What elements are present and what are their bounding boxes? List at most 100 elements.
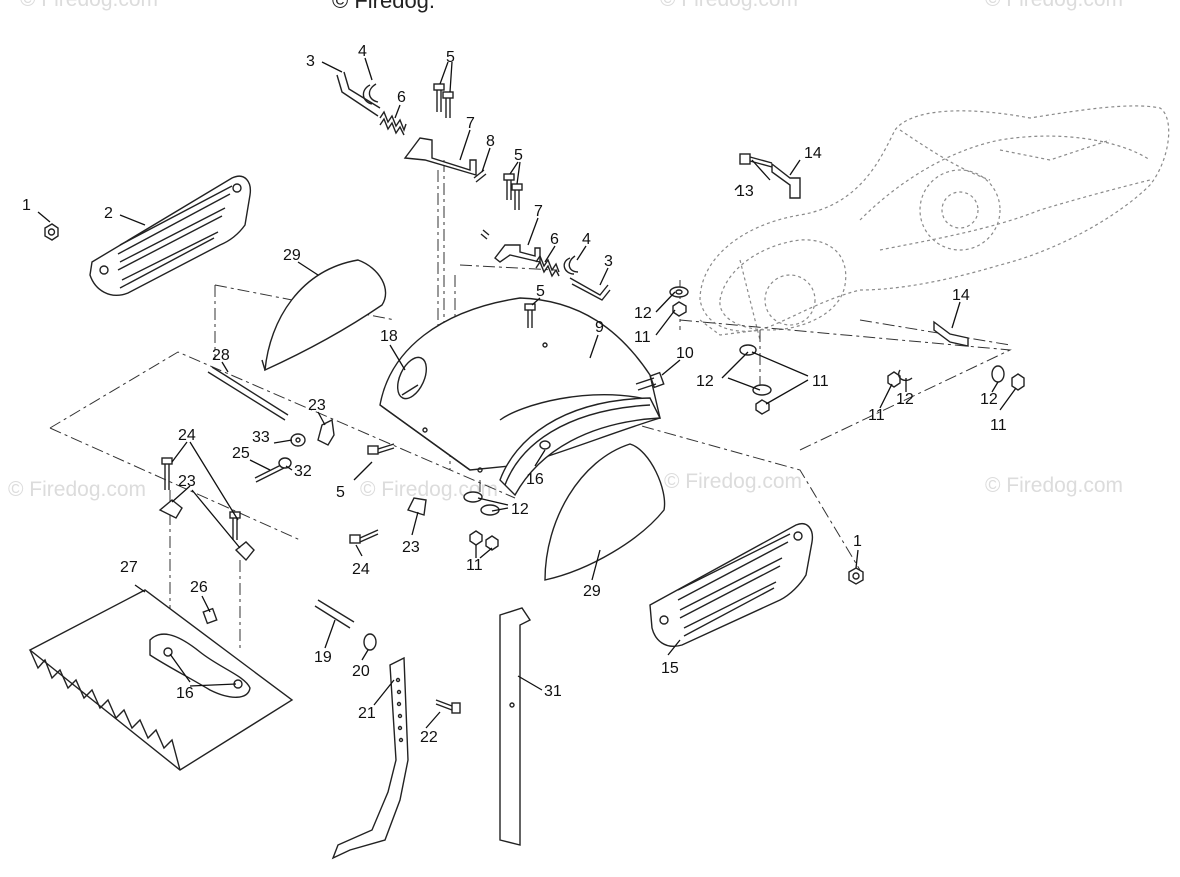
part-22-bolt	[435, 699, 461, 714]
part-12-washer-e	[991, 365, 1005, 383]
part-31-post	[499, 607, 532, 846]
callout-16: 16	[176, 685, 194, 702]
watermark-top: © Firedog.	[332, 0, 436, 13]
callout-22: 22	[420, 729, 438, 746]
callout-10: 10	[676, 345, 694, 362]
part-12-washer-f	[463, 491, 483, 503]
callout-13: 13	[736, 183, 754, 200]
part-3-rod-left	[336, 71, 381, 117]
callout-24: 24	[178, 427, 196, 444]
callout-7: 7	[466, 115, 475, 132]
part-11-nut-f	[485, 535, 499, 551]
part-21-depth-stake	[331, 656, 409, 860]
callout-11: 11	[634, 329, 651, 346]
callout-12: 12	[980, 391, 998, 408]
callout-11: 11	[812, 373, 829, 390]
callout-11: 11	[868, 407, 885, 424]
part-13-bolt	[739, 153, 773, 168]
part-24-bolt-c	[349, 529, 379, 544]
callout-3: 3	[604, 253, 613, 270]
part-5-bolt-d	[511, 183, 523, 210]
part-33-washer	[290, 433, 306, 447]
part-23-clip-a	[317, 418, 335, 446]
part-4-clip-left	[362, 83, 379, 105]
part-29-shield-left	[261, 259, 387, 372]
watermark-center: © Firedog.com	[360, 478, 499, 501]
part-12-washer-a	[669, 286, 689, 298]
callout-19: 19	[314, 649, 332, 666]
callout-2: 2	[104, 205, 113, 222]
callout-25: 25	[232, 445, 250, 462]
part-14-bracket-top	[771, 162, 801, 199]
callout-32: 32	[294, 463, 312, 480]
part-11-nut-c	[887, 371, 901, 388]
part-5-bolt-b	[442, 91, 454, 118]
callout-7: 7	[534, 203, 543, 220]
part-11-nut-e	[469, 530, 483, 546]
part-5-bolt-lower	[367, 443, 395, 455]
watermark-left: © Firedog.com	[8, 478, 147, 501]
callout-23: 23	[402, 539, 420, 556]
part-19-pin	[314, 599, 355, 629]
callout-15: 15	[661, 660, 679, 677]
callout-21: 21	[358, 705, 376, 722]
part-27-drag-plate	[28, 589, 294, 771]
part-16-washer-hood	[539, 440, 551, 450]
callout-24: 24	[352, 561, 370, 578]
callout-16: 16	[526, 471, 544, 488]
part-32-washer	[278, 457, 292, 469]
callout-5: 5	[446, 49, 455, 66]
part-28-rod	[207, 366, 289, 421]
part-20-washer	[363, 633, 377, 651]
callout-29: 29	[283, 247, 301, 264]
callout-11: 11	[466, 557, 483, 574]
watermark-top-left: © Firedog.com	[20, 0, 158, 12]
part-11-nut-d	[1011, 373, 1025, 391]
part-7-bracket-lower	[494, 244, 541, 263]
callout-8: 8	[486, 133, 495, 150]
callout-33: 33	[252, 429, 270, 446]
callout-1: 1	[22, 197, 31, 214]
part-18-decal	[396, 356, 428, 400]
part-3-rod-right	[569, 277, 611, 301]
part-5-bolt-a	[433, 83, 445, 112]
part-12-washer-b	[739, 344, 757, 356]
callout-6: 6	[397, 89, 406, 106]
callout-5: 5	[336, 484, 345, 501]
callout-27: 27	[120, 559, 138, 576]
callout-23: 23	[178, 473, 196, 490]
part-26-tag	[202, 607, 218, 625]
part-5-bolt-hood	[524, 303, 536, 328]
part-29-shield-right	[544, 443, 666, 581]
callout-12: 12	[511, 501, 529, 518]
tiller-outline	[699, 105, 1170, 341]
callout-26: 26	[190, 579, 208, 596]
part-1-nut-right	[848, 567, 864, 585]
callout-1: 1	[853, 533, 862, 550]
callout-18: 18	[380, 328, 398, 345]
callout-20: 20	[352, 663, 370, 680]
callout-12: 12	[634, 305, 652, 322]
callouts: 1 2 3 4 5 6 7 8 5 7 6 4 3 5 9 10 29 18 2…	[22, 43, 1007, 746]
callout-9: 9	[595, 319, 604, 336]
watermark-top-mid: © Firedog.com	[660, 0, 798, 12]
part-5-bolt-c	[503, 173, 515, 200]
part-4-clip-right	[563, 255, 579, 275]
callout-4: 4	[358, 43, 367, 60]
callout-29: 29	[583, 583, 601, 600]
part-1-nut-left	[44, 223, 59, 241]
callout-31: 31	[544, 683, 562, 700]
part-2-side-plate-left	[89, 175, 252, 296]
callout-6: 6	[550, 231, 559, 248]
part-11-nut-b	[755, 399, 770, 415]
watermark-top-right: © Firedog.com	[985, 0, 1123, 12]
part-15-side-plate-right	[649, 523, 814, 647]
callout-28: 28	[212, 347, 230, 364]
callout-11: 11	[990, 417, 1007, 434]
watermark-right: © Firedog.com	[985, 474, 1124, 497]
callout-5: 5	[536, 283, 545, 300]
part-9-hood	[379, 297, 662, 497]
callout-12: 12	[896, 391, 914, 408]
